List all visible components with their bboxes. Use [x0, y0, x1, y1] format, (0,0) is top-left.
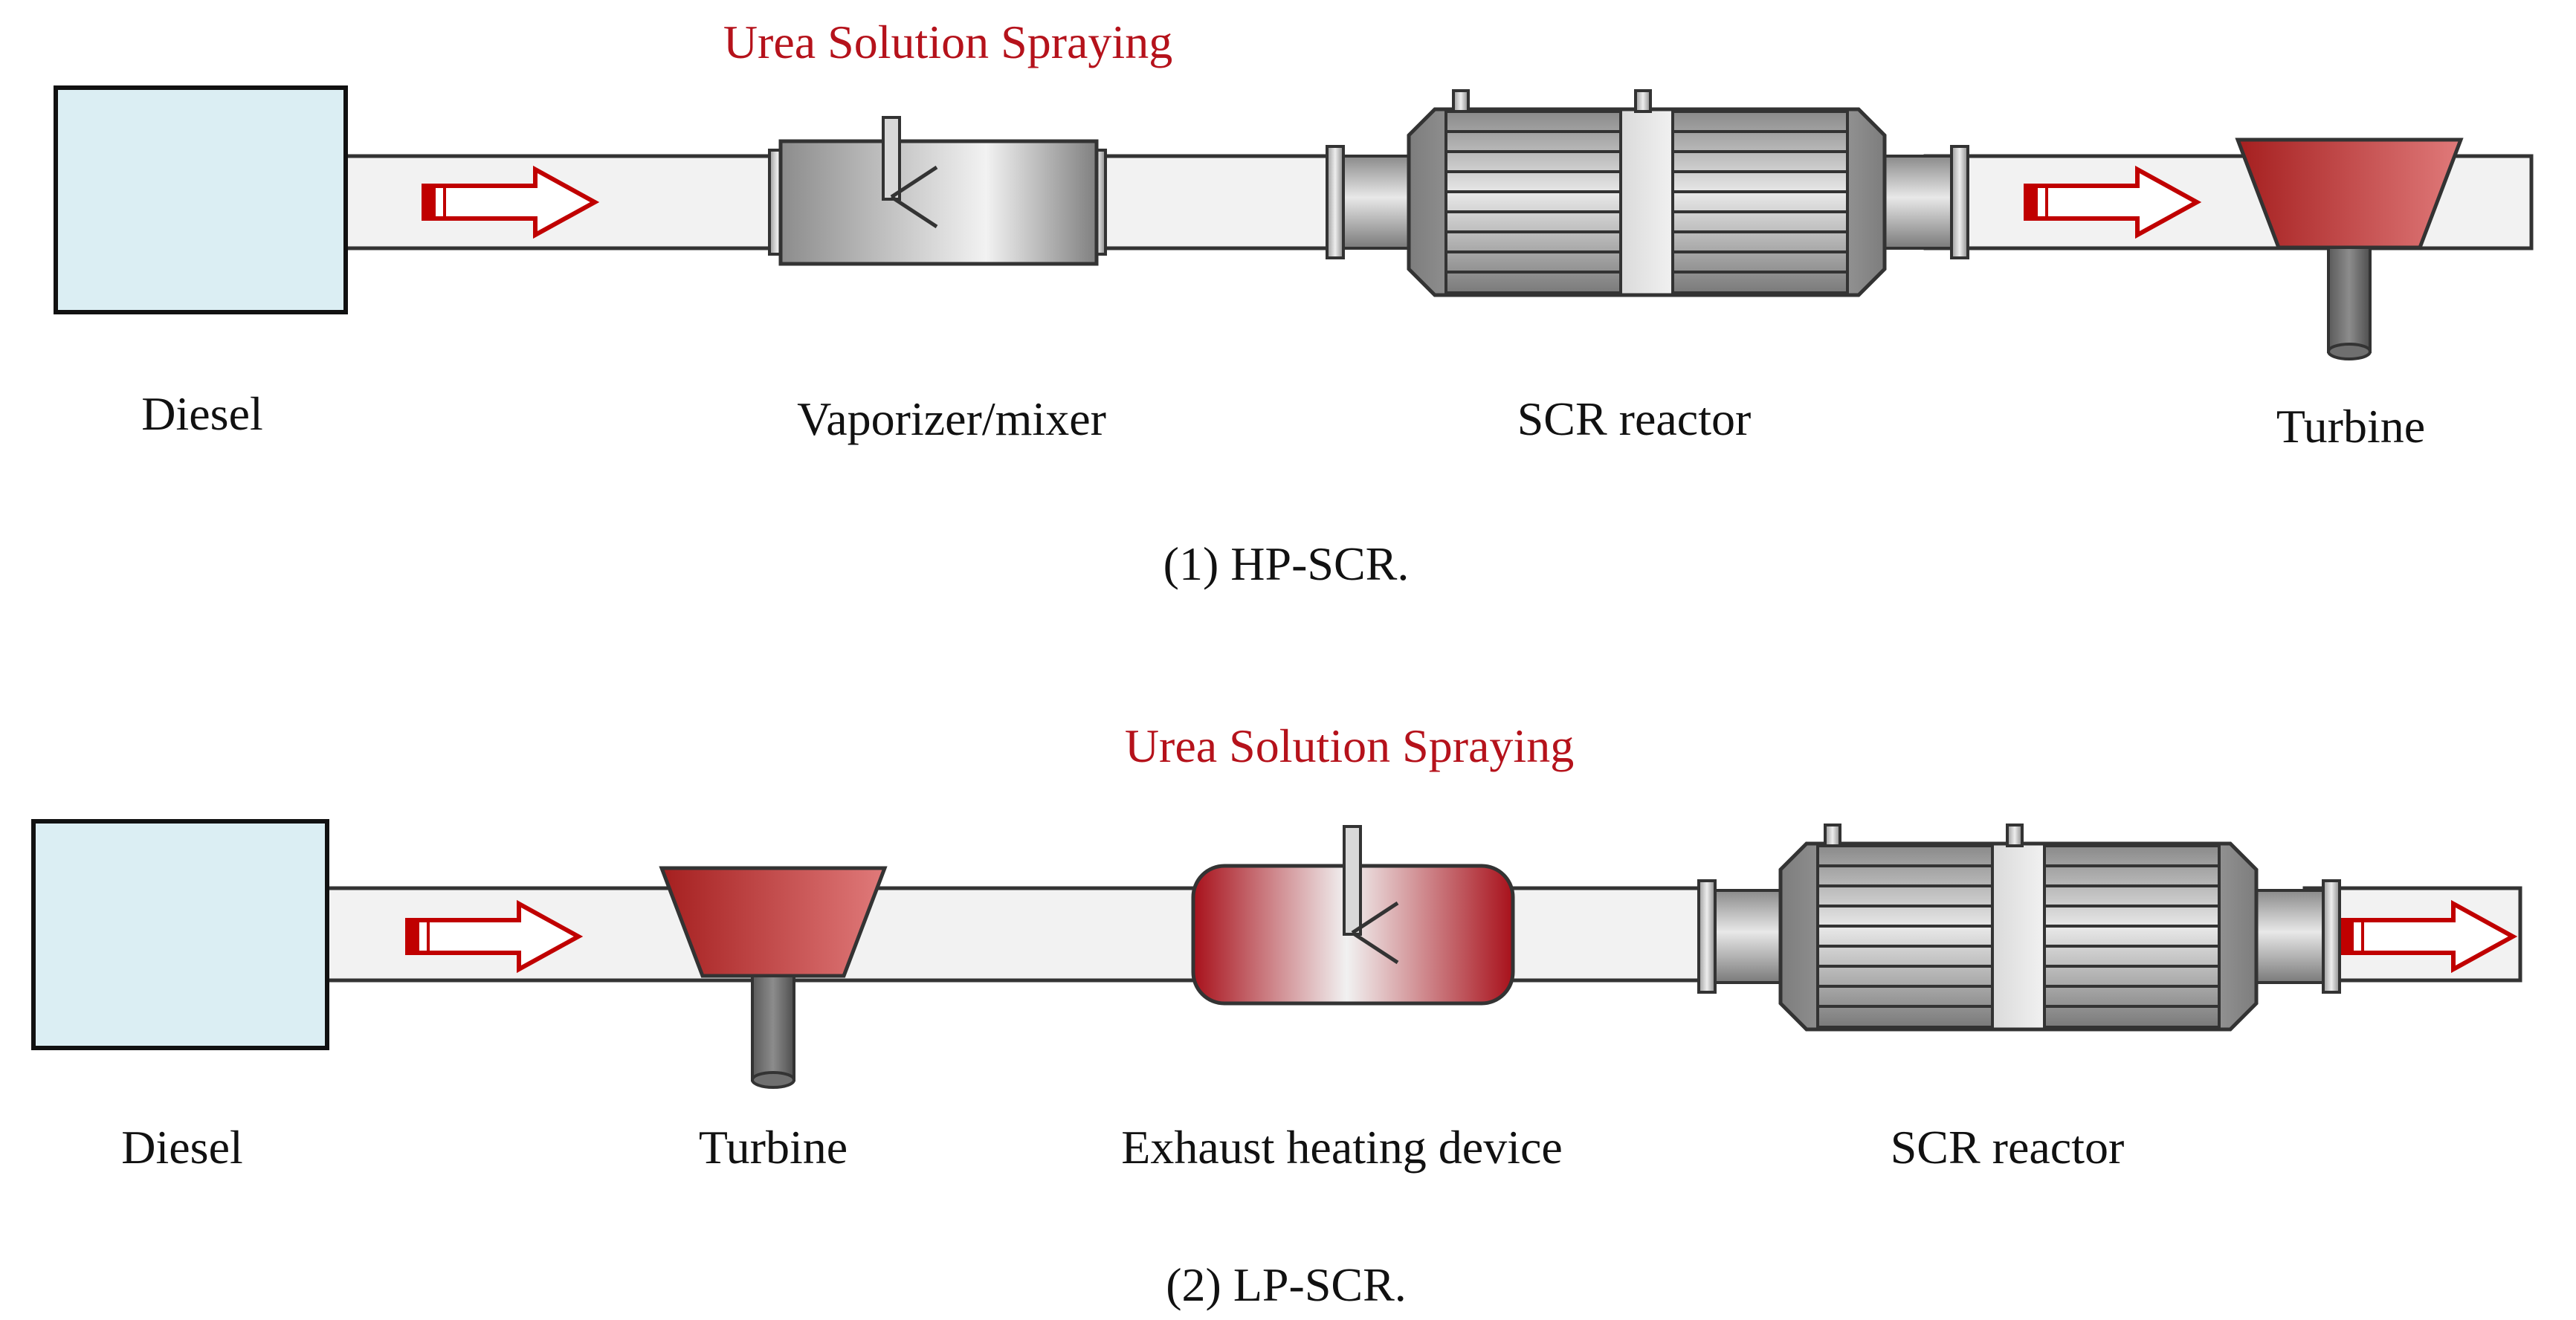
lp-diesel-engine — [31, 819, 329, 1050]
lp-diesel-label: Diesel — [121, 1121, 243, 1174]
hp-urea-injector-nozzle — [882, 116, 901, 201]
lp-scr-reactor — [1699, 825, 2340, 1029]
hp-scr-label: SCR reactor — [1517, 392, 1752, 445]
lp-urea-injector-nozzle — [1343, 825, 1362, 936]
hp-urea-spraying-label: Urea Solution Spraying — [723, 16, 1172, 68]
lp-scr-label: SCR reactor — [1891, 1121, 2125, 1174]
hp-caption: (1) HP-SCR. — [1163, 537, 1410, 590]
lp-urea-spraying-label: Urea Solution Spraying — [1125, 719, 1574, 772]
hp-pipe-mixer-to-scr — [1091, 154, 1340, 250]
hp-scr-system: Urea Solution Spraying Diesel Vaporizer/… — [54, 16, 2534, 590]
lp-heater-label: Exhaust heating device — [1121, 1121, 1563, 1174]
lp-caption: (2) LP-SCR. — [1166, 1258, 1407, 1311]
hp-vaporizer-mixer — [768, 116, 1107, 266]
lp-pipe-heater-to-scr — [1507, 886, 1712, 983]
lp-turbine-label: Turbine — [699, 1121, 848, 1174]
hp-scr-reactor — [1327, 91, 1968, 295]
hp-diesel-engine — [54, 85, 348, 314]
hp-diesel-label: Diesel — [141, 387, 263, 440]
hp-mixer-label: Vaporizer/mixer — [797, 392, 1106, 445]
lp-scr-system: Urea Solution Spraying Diesel Turbine Ex… — [31, 719, 2522, 1311]
hp-turbine-label: Turbine — [2276, 400, 2425, 453]
lp-exhaust-heating-device — [1191, 825, 1515, 1006]
